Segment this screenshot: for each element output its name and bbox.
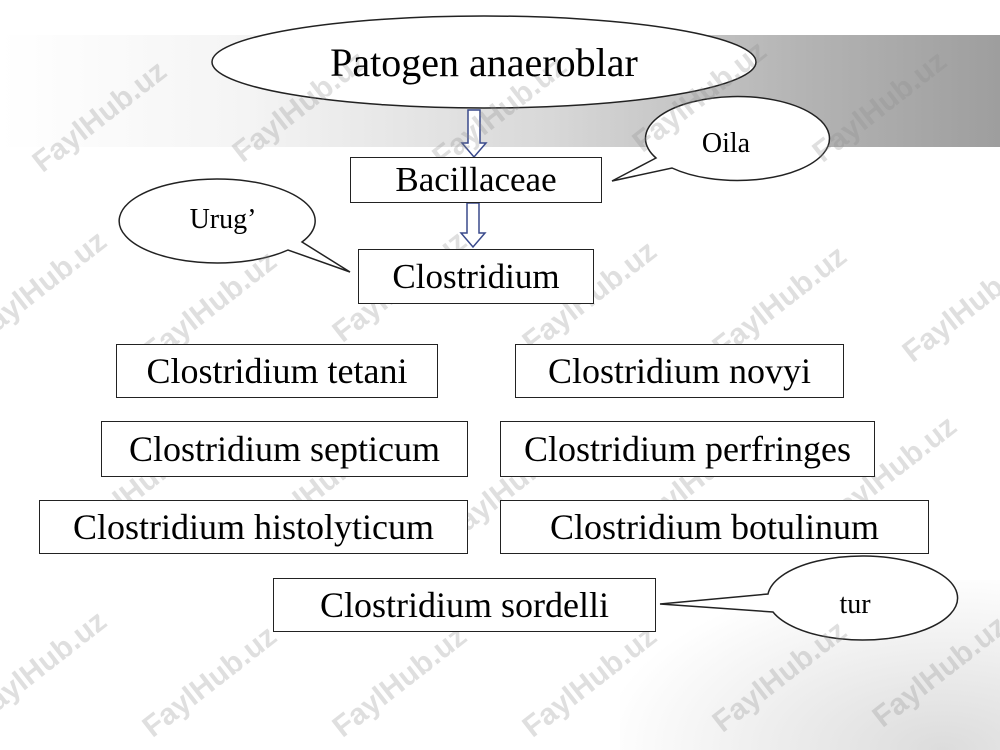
arrow-root-to-family bbox=[460, 109, 488, 159]
species-box: Clostridium perfringes bbox=[500, 421, 875, 477]
callout-family-bubble bbox=[611, 95, 831, 182]
family-box: Bacillaceae bbox=[350, 157, 602, 203]
callout-genus-label: Urug’ bbox=[189, 204, 257, 235]
genus-box: Clostridium bbox=[358, 249, 594, 304]
callout-species-label: tur bbox=[839, 589, 871, 620]
species-box: Clostridium tetani bbox=[116, 344, 438, 398]
callout-genus-bubble bbox=[118, 178, 351, 273]
root-title: Patogen anaeroblar bbox=[330, 39, 638, 85]
callout-family-label: Oila bbox=[701, 128, 751, 159]
species-box: Clostridium histolyticum bbox=[39, 500, 468, 554]
arrow-family-to-genus bbox=[459, 202, 487, 249]
species-box: Clostridium sordelli bbox=[273, 578, 656, 632]
callout-species-bubble bbox=[659, 555, 959, 641]
species-box: Clostridium novyi bbox=[515, 344, 844, 398]
root-ellipse bbox=[211, 15, 757, 109]
species-box: Clostridium septicum bbox=[101, 421, 468, 477]
species-box: Clostridium botulinum bbox=[500, 500, 929, 554]
